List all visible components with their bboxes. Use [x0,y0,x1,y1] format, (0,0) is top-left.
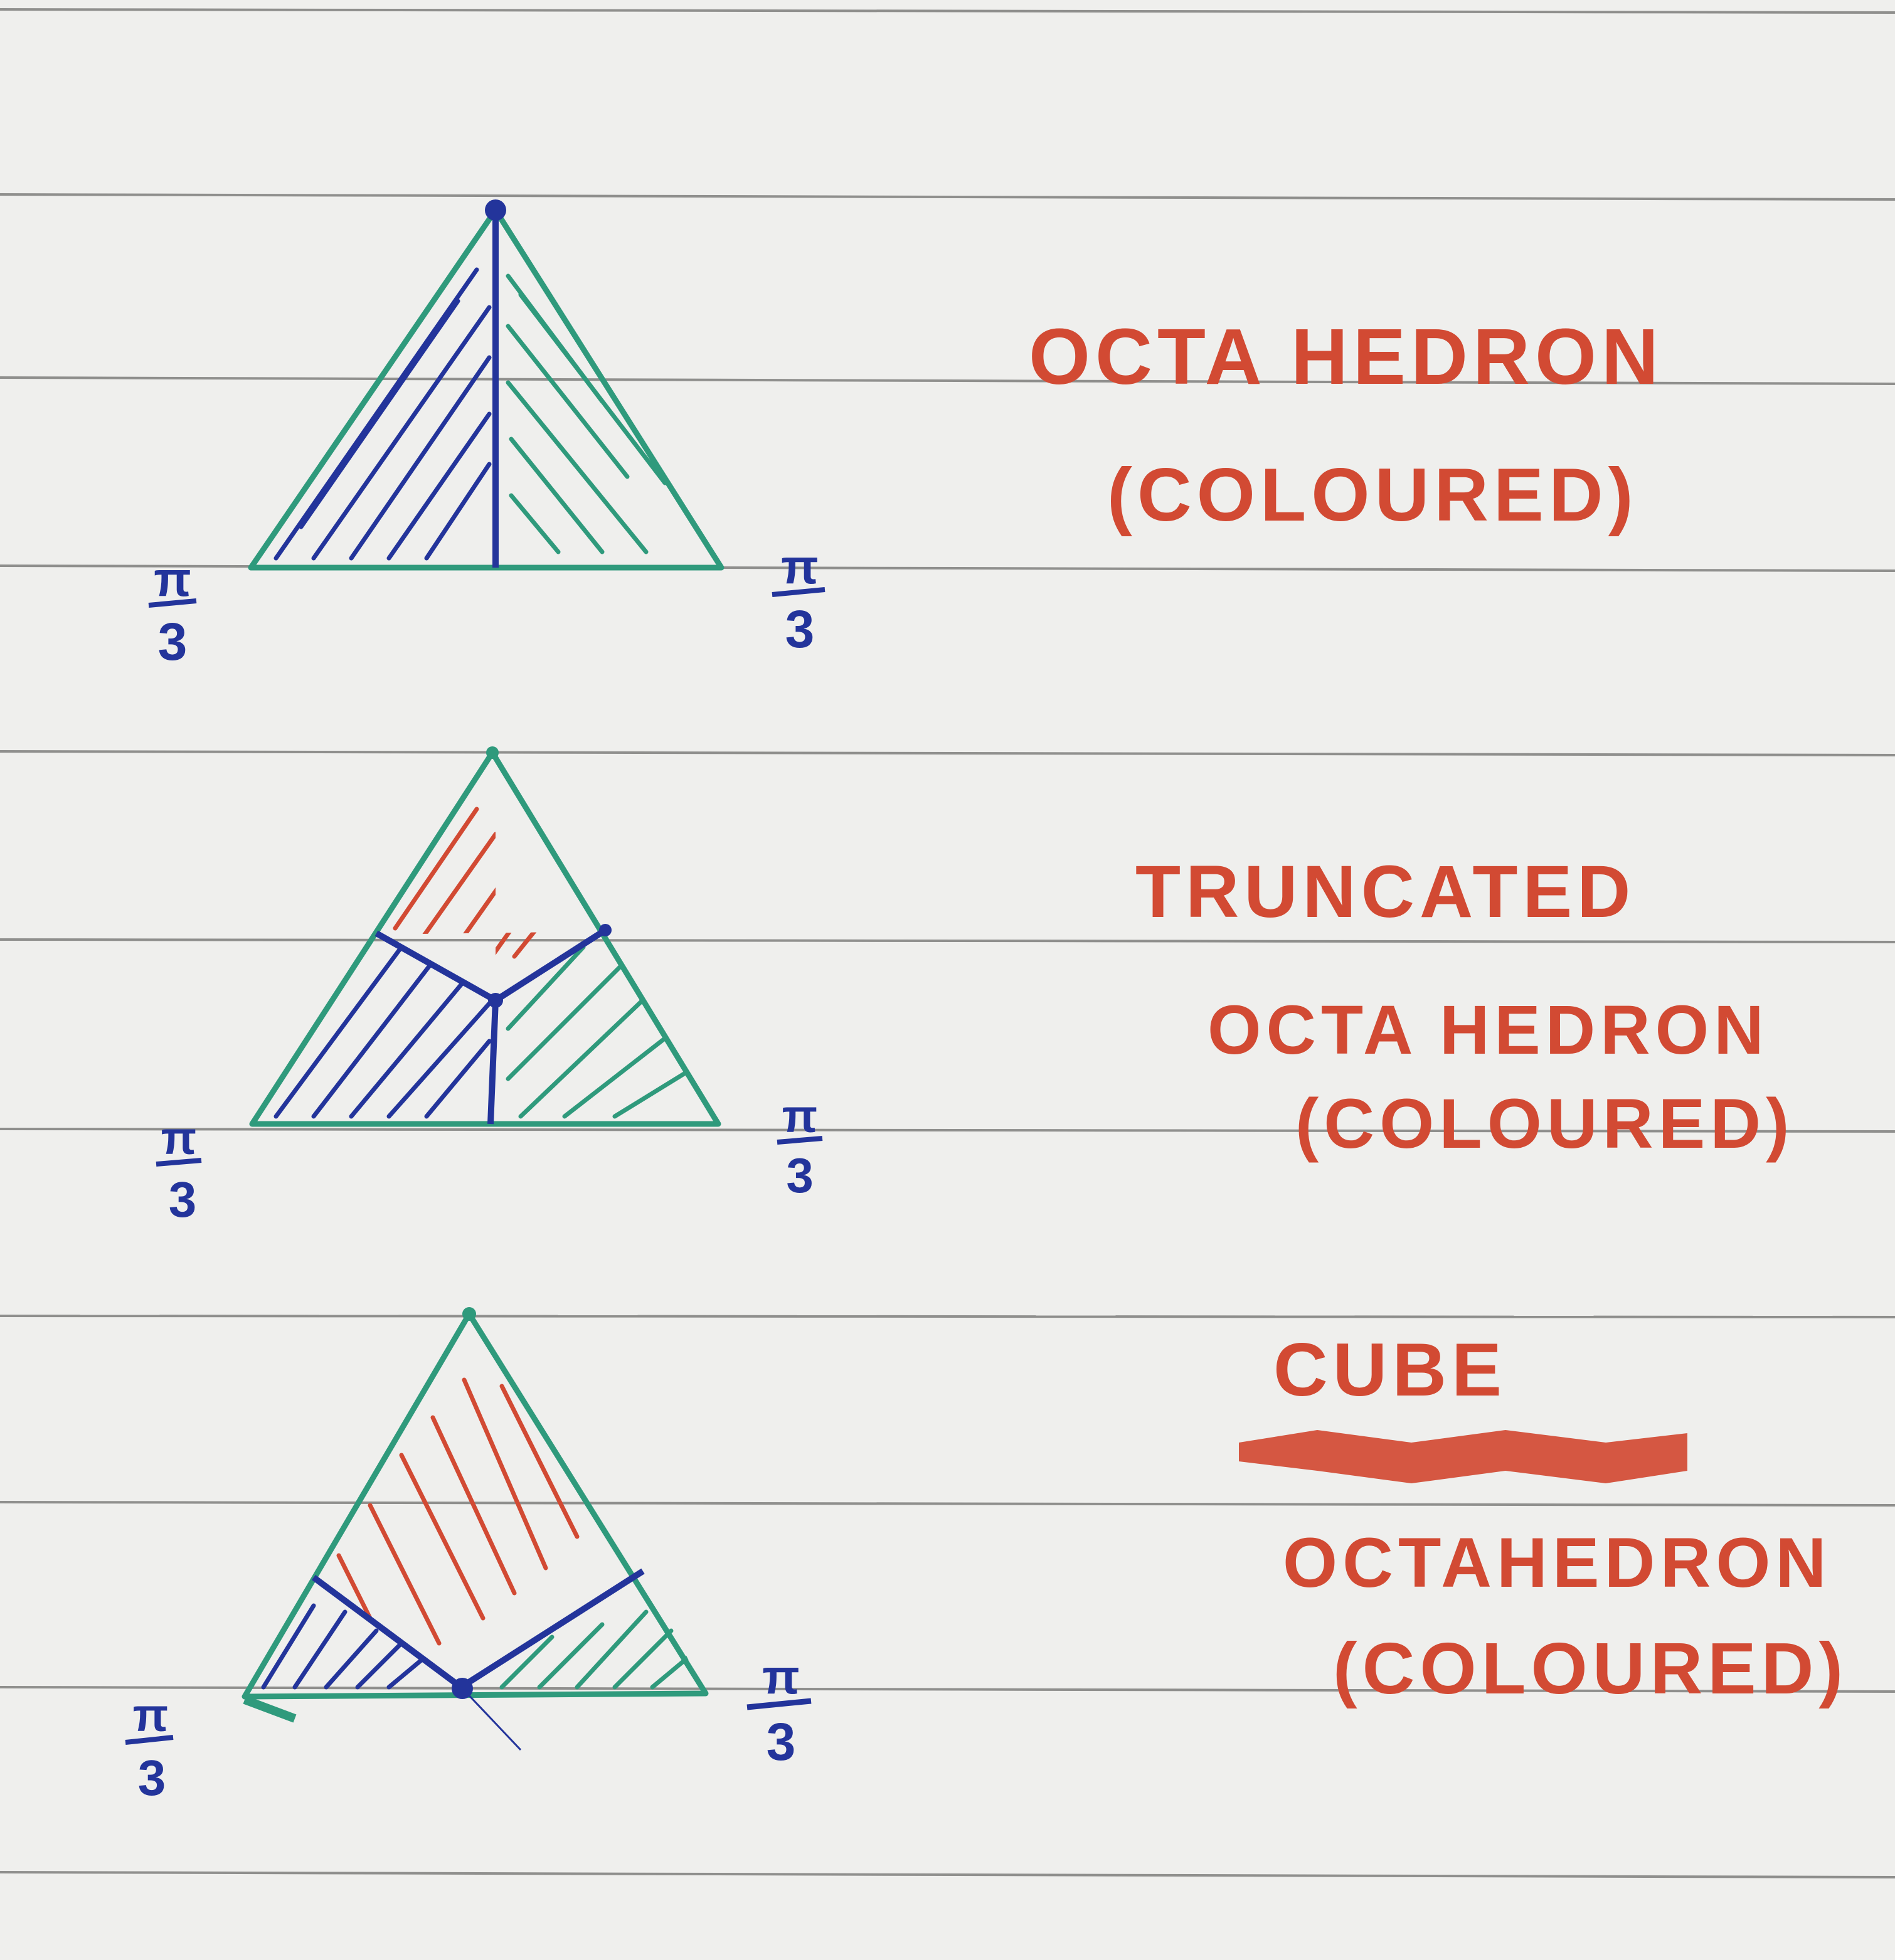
rule-line [0,1128,1895,1133]
label-octahedron: OCTA HEDRON (COLOURED) [1029,312,1664,537]
rule-line [0,1871,1895,1878]
fraction-denominator: 3 [138,1750,166,1806]
fraction-bar [148,598,197,608]
fraction-numerator: π [782,1090,818,1142]
fraction-bar [777,1136,823,1145]
fraction-numerator: π [133,1689,169,1741]
apex-dot [486,746,499,759]
label-line: OCTA HEDRON [1208,992,1769,1069]
corner-label-f3-right: π 3 [746,1649,812,1771]
rule-line [0,376,1895,385]
hatch-green-right [506,945,699,1119]
divider-bottom [487,1000,499,1125]
fraction-denominator: 3 [786,1148,813,1203]
label-line: OCTAHEDRON [1283,1523,1831,1602]
triangle-outline [248,207,725,571]
figure-truncated-octahedron [249,746,721,1127]
fraction-numerator: π [781,539,819,594]
corner-label-f1-right: π 3 [772,539,825,659]
figure-octahedron [248,199,725,571]
fraction-denominator: 3 [169,1172,197,1227]
label-line: CUBE [1273,1328,1507,1412]
label-line: (COLOURED) [1107,453,1638,537]
rule-line [0,938,1895,943]
corner-label-f3-left: π 3 [125,1689,174,1806]
fraction-numerator: π [161,1112,197,1164]
edge-dot-right [599,924,612,936]
ruled-lines [0,8,1895,1878]
triangle-outline [242,1311,709,1700]
hatch-green-right [499,1609,693,1690]
label-line: OCTA HEDRON [1029,312,1664,401]
apex-dot [462,1307,476,1321]
rule-line [0,1315,1895,1318]
fraction-denominator: 3 [767,1712,796,1771]
corner-label-f1-left: π 3 [148,551,197,671]
fraction-denominator: 3 [158,612,188,671]
corner-label-f2-right: π 3 [777,1090,823,1203]
center-dot [488,993,503,1008]
hatch-blue-left [273,945,492,1119]
fraction-bar [125,1735,174,1745]
fraction-bar [156,1158,202,1167]
label-truncated-octahedron: TRUNCATED OCTA HEDRON (COLOURED) [1135,850,1794,1163]
rule-line [0,750,1895,756]
hatch-blue-left [261,1603,429,1690]
fraction-numerator: π [154,551,191,607]
label-line: TRUNCATED [1135,850,1635,933]
center-dot [452,1678,473,1699]
triangle-outline [249,750,721,1127]
figure-cube [242,1307,709,1751]
rule-line [0,193,1895,201]
divider-left [374,930,497,1004]
rule-line [0,1686,1895,1693]
fraction-denominator: 3 [785,600,815,659]
scribbled-out-word [1239,1430,1687,1483]
label-cube-octahedron: CUBE OCTAHEDRON (COLOURED) [1239,1328,1848,1709]
hatch-green-right [506,273,667,554]
ink-crack [463,1689,522,1751]
corner-label-f2-left: π 3 [156,1112,202,1227]
ink-smear [243,1695,297,1723]
hatch-blue-left [255,267,492,561]
label-line: (COLOURED) [1295,1084,1794,1163]
fraction-bar [772,587,825,597]
hatch-red-top [336,1377,580,1658]
apex-dot [485,199,506,221]
label-line: (COLOURED) [1333,1628,1848,1709]
rule-line [0,1501,1895,1507]
rule-line [0,8,1895,14]
fraction-bar [746,1698,812,1710]
fraction-numerator: π [762,1649,800,1704]
divider-right [494,927,607,1004]
